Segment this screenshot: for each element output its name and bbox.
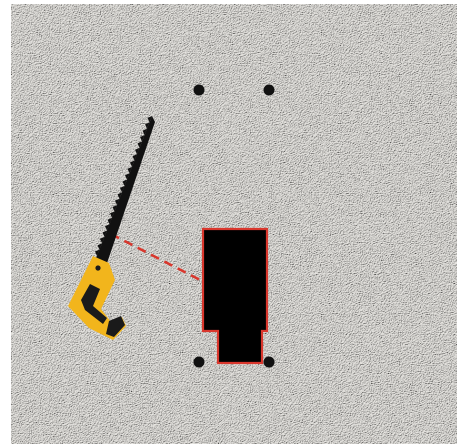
marker-dot-top-right <box>264 85 275 96</box>
marker-dot-bottom-left <box>194 357 205 368</box>
wall-scene <box>11 4 457 444</box>
wall-background <box>11 4 457 444</box>
marker-dot-top-left <box>194 85 205 96</box>
marker-dot-bottom-right <box>264 357 275 368</box>
scene-drawing <box>11 4 457 444</box>
